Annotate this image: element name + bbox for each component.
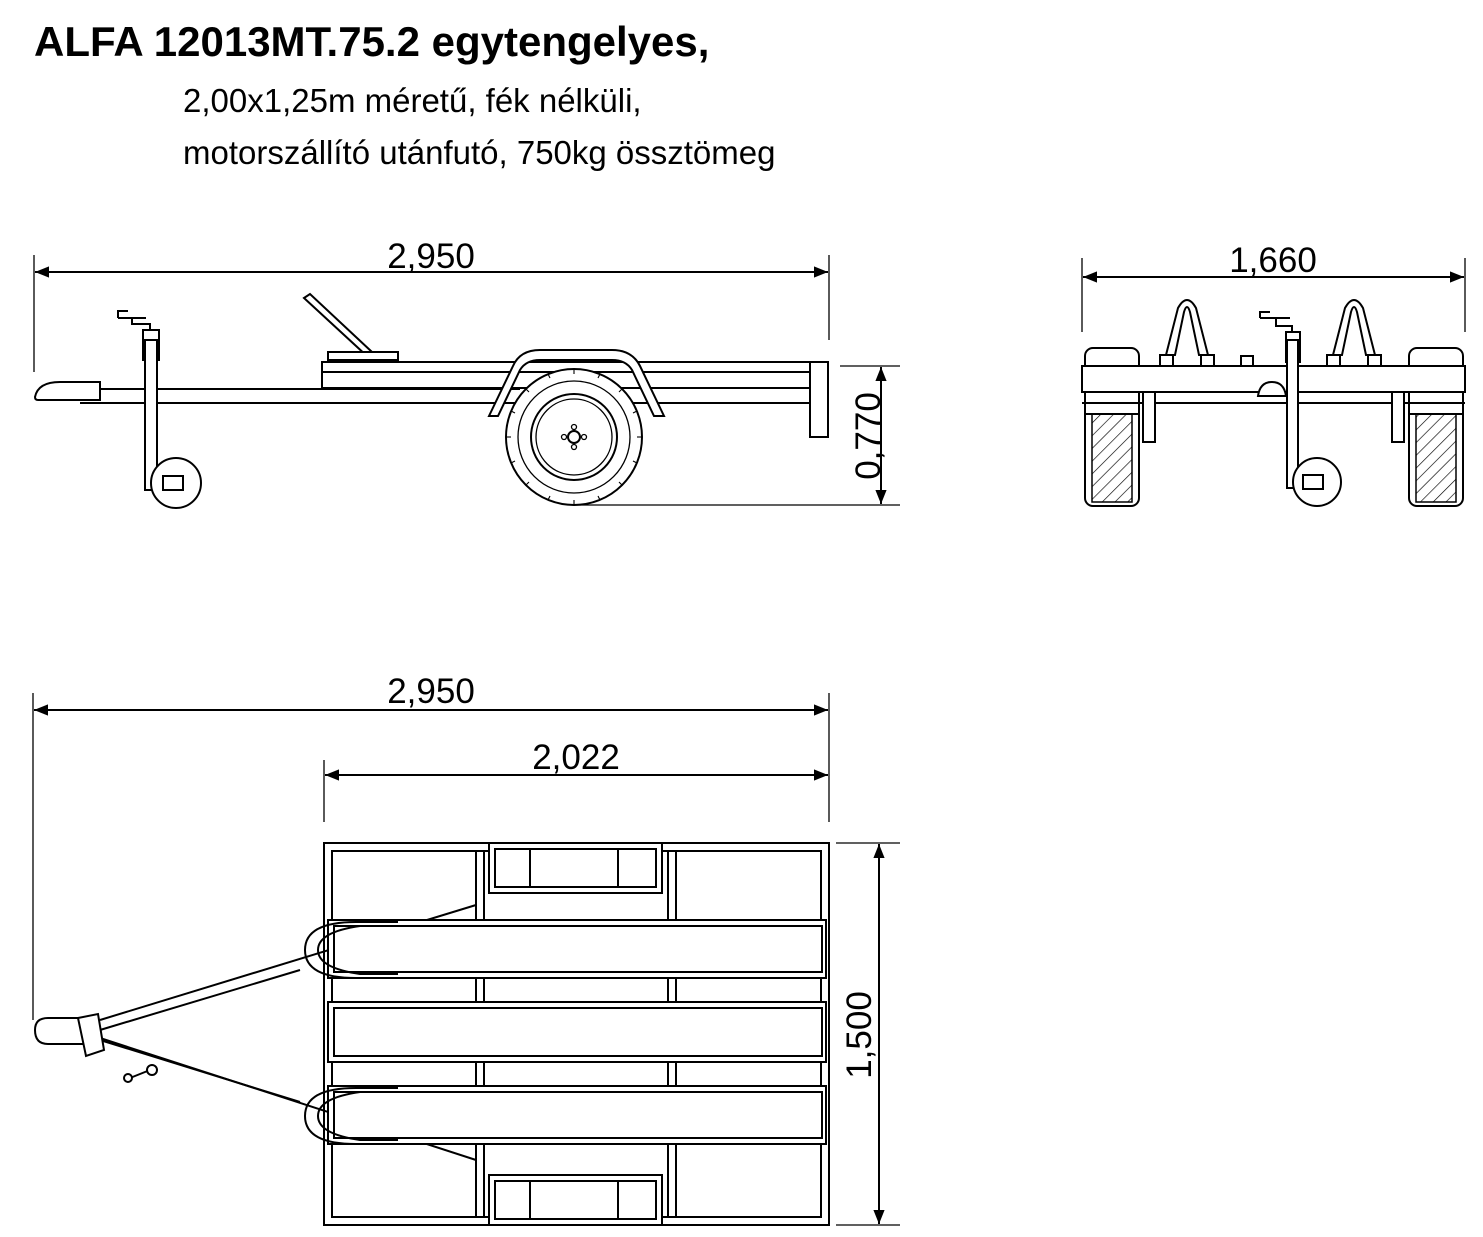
rear-jockey-wheel: [1259, 311, 1342, 507]
wheel-rail-left: [303, 919, 827, 979]
drawing-subtitle-2: motorszállító utánfutó, 750kg össztömeg: [183, 134, 776, 171]
side-height-dimension: 0,770: [849, 367, 888, 504]
main-wheel: [505, 368, 643, 506]
ramp-plate: [327, 351, 399, 361]
wheel-chock-left: [1159, 299, 1215, 367]
wheel-rail-center: [327, 1001, 827, 1063]
rear-post: [809, 361, 829, 438]
wheel-rail-right: [303, 1085, 827, 1145]
top-coupling-clamp: [76, 1012, 106, 1058]
top-width-dimension: 1,500: [840, 844, 885, 1224]
rear-view: 1,660: [1081, 241, 1466, 507]
coupling-head: [33, 381, 101, 401]
top-length-label: 2,950: [387, 672, 475, 711]
hub: [567, 430, 581, 444]
side-view: 2,950: [33, 237, 900, 509]
rear-width-dimension: 1,660: [1081, 241, 1466, 332]
top-width-label: 1,500: [840, 991, 879, 1079]
top-length-dimension: 2,950: [32, 672, 830, 1020]
drawing-subtitle-1: 2,00x1,25m méretű, fék nélküli,: [183, 82, 642, 119]
top-view: 2,950 2,022: [32, 672, 900, 1226]
side-height-label: 0,770: [849, 392, 888, 480]
rear-post-right: [1391, 391, 1405, 443]
rear-post-left: [1142, 391, 1156, 443]
mudguard-top-right: [488, 1174, 663, 1226]
mudguard-top-left: [488, 842, 663, 894]
mudguard: [487, 349, 666, 417]
jockey-handle: [123, 1064, 158, 1083]
top-bed-length-label: 2,022: [532, 738, 620, 777]
drawing-title: ALFA 12013MT.75.2 egytengelyes,: [34, 18, 710, 65]
rear-coupling-head: [1256, 380, 1288, 397]
side-length-label: 2,950: [387, 237, 475, 276]
wheel-chock-right: [1326, 299, 1382, 367]
rear-width-label: 1,660: [1229, 241, 1317, 280]
loading-ramp: [302, 292, 374, 359]
jockey-wheel: [117, 310, 202, 509]
top-bed-length-dimension: 2,022: [323, 738, 828, 822]
side-length-dimension: 2,950: [33, 237, 830, 372]
